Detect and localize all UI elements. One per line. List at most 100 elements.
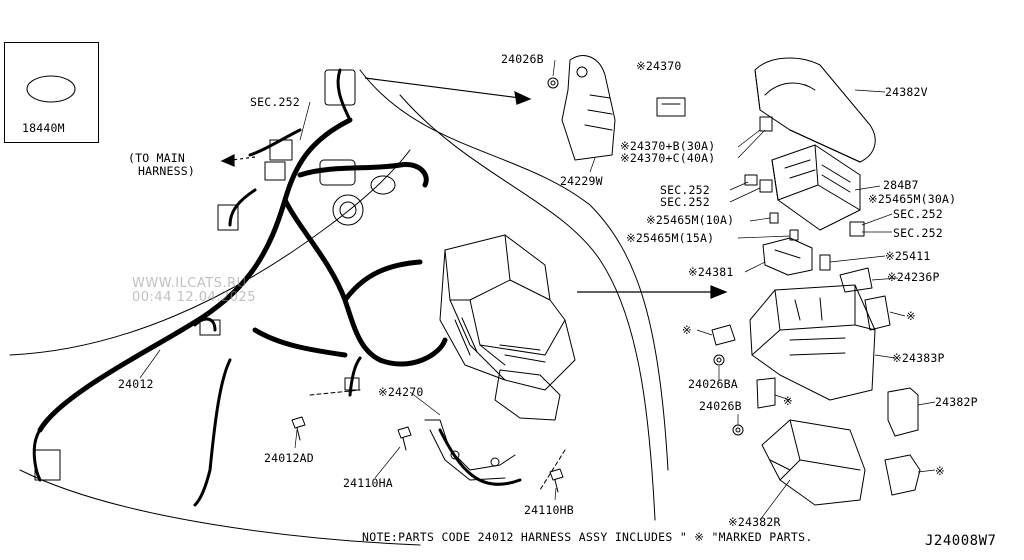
arrow-head xyxy=(514,90,532,105)
fuse-block-284B7 xyxy=(771,144,861,231)
harness-branch xyxy=(32,428,42,482)
label-24026B-mid[interactable]: 24026B xyxy=(699,399,742,413)
harness-branch xyxy=(228,188,257,227)
fuse-25465M-30 xyxy=(849,221,865,237)
label-sec252-b[interactable]: SEC.252 xyxy=(660,183,710,197)
label-sec252-d[interactable]: SEC.252 xyxy=(893,207,943,221)
harness-main xyxy=(297,162,429,188)
harness-main xyxy=(252,327,348,358)
grommet xyxy=(332,194,364,226)
to-main-harness-line-1: (TO MAIN xyxy=(128,151,185,165)
label-24382P[interactable]: 24382P xyxy=(935,395,978,409)
bracket-24229W xyxy=(561,55,616,161)
parts-note: NOTE:PARTS CODE 24012 HARNESS ASSY INCLU… xyxy=(362,530,813,544)
grommet xyxy=(370,175,396,195)
inset-18440M xyxy=(4,42,99,143)
bracket-24270 xyxy=(424,419,516,481)
marked-part-b: ※ xyxy=(682,323,692,337)
watermark-line-2: 00:44 12.04.2025 xyxy=(132,290,257,305)
label-18440M: 18440M xyxy=(22,121,65,135)
fuse-25465M-10 xyxy=(769,212,779,224)
center-box xyxy=(439,234,576,421)
nut-24026B xyxy=(547,77,559,89)
label-25465M-10A[interactable]: ※25465M(10A) xyxy=(646,213,735,227)
label-24382V[interactable]: 24382V xyxy=(885,85,928,99)
label-24026B-top[interactable]: 24026B xyxy=(501,52,544,66)
connector-24236P xyxy=(839,267,873,293)
nut-24026BA xyxy=(713,354,725,366)
label-25411[interactable]: ※25411 xyxy=(885,249,931,263)
label-24110HA[interactable]: 24110HA xyxy=(343,476,393,490)
label-24382R[interactable]: ※24382R xyxy=(728,515,781,529)
label-25465M-30A[interactable]: ※25465M(30A) xyxy=(868,192,957,206)
case-24383P xyxy=(749,284,876,401)
label-24229W[interactable]: 24229W xyxy=(560,174,603,188)
clip-side xyxy=(711,324,736,346)
arrow-line xyxy=(231,156,256,161)
harness-main xyxy=(342,259,423,303)
relay-block-24381 xyxy=(762,237,813,276)
label-284B7[interactable]: 284B7 xyxy=(883,178,919,192)
harness-branch xyxy=(438,428,522,486)
marked-part-d: ※ xyxy=(935,464,945,478)
bolt-24110HA xyxy=(397,426,412,451)
harness-main xyxy=(37,117,353,433)
body-panel-curve xyxy=(399,94,656,521)
connector xyxy=(199,319,221,336)
body-panel-curve xyxy=(9,149,411,356)
to-main-harness-line-2: HARNESS) xyxy=(138,164,195,178)
connector xyxy=(344,377,360,391)
bracket-small-2 xyxy=(884,454,921,496)
label-sec252-e[interactable]: SEC.252 xyxy=(893,226,943,240)
label-25465M-15A[interactable]: ※25465M(15A) xyxy=(626,231,715,245)
label-24012AD[interactable]: 24012AD xyxy=(264,451,314,465)
label-24370[interactable]: ※24370 xyxy=(636,59,682,73)
label-24012[interactable]: 24012 xyxy=(118,377,154,391)
cover-24382R xyxy=(761,419,866,506)
harness-branch xyxy=(193,317,217,332)
fuse-24370B xyxy=(759,116,773,132)
harness-branch xyxy=(248,128,302,157)
label-24026BA[interactable]: 24026BA xyxy=(688,377,738,391)
label-24383P[interactable]: ※24383P xyxy=(892,351,945,365)
watermark-line-1: WWW.ILCATS.RU xyxy=(132,276,247,291)
connector xyxy=(319,159,356,186)
cover-24382P xyxy=(887,387,919,437)
label-sec252-a[interactable]: SEC.252 xyxy=(250,95,300,109)
connector xyxy=(324,69,356,106)
grommet xyxy=(339,201,357,219)
connector xyxy=(217,204,239,231)
side-piece xyxy=(756,377,776,409)
arrow-line xyxy=(364,77,521,99)
harness-branch xyxy=(193,358,232,507)
nut-24026B-mid xyxy=(732,424,744,436)
marked-part-c: ※ xyxy=(783,394,793,408)
label-sec252-c[interactable]: SEC.252 xyxy=(660,195,710,209)
label-24370B[interactable]: ※24370+B(30A) xyxy=(620,139,716,153)
label-24110HB[interactable]: 24110HB xyxy=(524,503,574,517)
label-24370C[interactable]: ※24370+C(40A) xyxy=(620,151,716,165)
harness-main xyxy=(282,197,448,367)
label-24236P[interactable]: ※24236P xyxy=(887,270,940,284)
body-panel-curve xyxy=(359,69,669,471)
connector xyxy=(269,139,293,161)
fuse-25411 xyxy=(819,254,831,271)
connector xyxy=(34,449,61,481)
marked-part-a: ※ xyxy=(906,309,916,323)
bolt-24012AD xyxy=(291,416,306,441)
bracket-side xyxy=(864,295,891,331)
connector-sec252 xyxy=(744,174,773,193)
label-24270[interactable]: ※24270 xyxy=(378,385,424,399)
label-24381[interactable]: ※24381 xyxy=(688,265,734,279)
cover-24382V xyxy=(754,57,876,163)
arrow-head xyxy=(220,154,235,167)
inset-ellipse-icon xyxy=(26,75,76,103)
connector xyxy=(264,161,286,181)
body-panel-curve xyxy=(19,469,421,546)
bolt-24110HB xyxy=(549,468,564,493)
arrow-head xyxy=(710,285,728,299)
diagram-id: J24008W7 xyxy=(925,533,997,549)
relay-24370 xyxy=(656,97,686,117)
